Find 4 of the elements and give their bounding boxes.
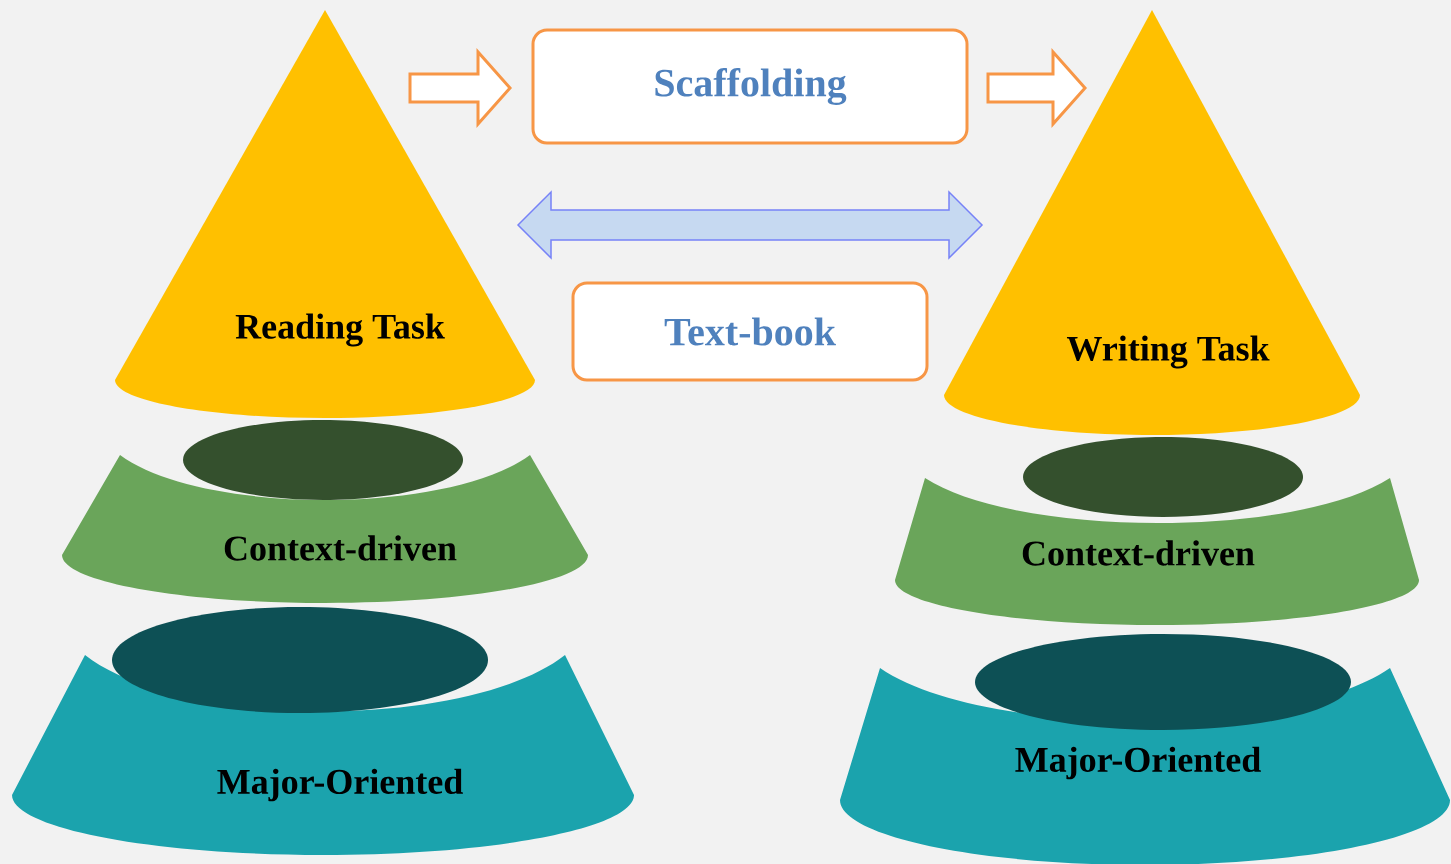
block-arrow: [986, 48, 1087, 128]
text-box: Text-book: [571, 281, 929, 382]
block-arrow: [408, 48, 512, 128]
text-box: Scaffolding: [531, 28, 969, 145]
